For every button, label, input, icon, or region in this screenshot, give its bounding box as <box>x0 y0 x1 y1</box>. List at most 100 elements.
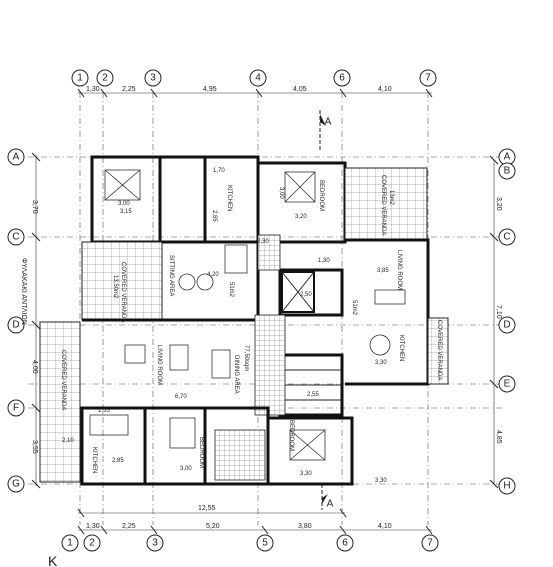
side-note: ΦΥΛΑΚΑΚΙ ΑΝΤΛΙΩΝ <box>20 258 27 325</box>
row-bubble-right-A: A <box>504 152 511 163</box>
label-misc-2: 1,30 <box>318 258 330 264</box>
label-living-room-center: LIVING ROOM <box>156 345 162 385</box>
label-covered-veranda-left: COVERED VERANDA <box>120 262 126 322</box>
row-bubble-right-H: H <box>503 481 510 492</box>
col-bubble-6: 6 <box>339 73 345 84</box>
label-kitchen-top: KITCHEN <box>226 185 232 211</box>
bottom-dim-2: 2,25 <box>122 523 136 530</box>
label-living-r-dim: 3,85 <box>377 268 389 274</box>
left-dim-3: 3,55 <box>31 440 38 454</box>
label-bedroom-top-right: BEDROOM <box>318 180 324 211</box>
label-covered-veranda-bl: COVERED VERANDA <box>60 350 66 410</box>
right-dim-1: 3,20 <box>495 197 502 211</box>
row-bubble-right-C: C <box>503 232 510 243</box>
covered-veranda-right <box>427 317 449 385</box>
label-kitchen-t-dim: 1,70 <box>213 168 225 174</box>
label-covered-veranda-tr: COVERED VERANDA <box>380 175 386 235</box>
row-bubble-right-D: D <box>503 320 510 331</box>
section-mark-top: A <box>325 117 332 128</box>
label-sitting-area-size: 51m2 <box>228 282 234 298</box>
left-dim-1: 3,70 <box>31 200 38 214</box>
label-living-r-area: 51m2 <box>351 300 357 316</box>
label-sitting-dim: 4,20 <box>207 272 219 278</box>
section-mark-bottom: A <box>327 499 334 510</box>
label-cov-ver-tr-area: 13m2 <box>388 190 394 206</box>
label-lift: 2,50 <box>300 292 312 298</box>
section-markers: A A <box>319 110 334 510</box>
label-stair: 2,55 <box>307 392 319 398</box>
row-bubble-right-B: B <box>504 166 511 177</box>
label-living-room-right: LIVING ROOM <box>396 250 402 290</box>
label-bed-tr-dim2: 3,20 <box>295 214 307 220</box>
room-labels: 3,00 3,15 1,70 KITCHEN 2,85 BEDROOM 3,00… <box>60 168 442 484</box>
col-bubble-b7: 7 <box>427 538 433 549</box>
col-bubble-b5: 5 <box>262 538 268 549</box>
corner-letter: K <box>48 553 58 567</box>
right-grid-bubbles: A B C D E H <box>498 148 516 495</box>
label-bed-tl-dim: 3,00 <box>118 201 130 207</box>
top-dim-3: 4,95 <box>203 86 217 93</box>
label-kitchen-bottom-left: KITCHEN <box>91 447 97 473</box>
left-dimension-chain: 3,70 4,00 3,55 ΦΥΛΑΚΑΚΙ ΑΝΤΛΙΩΝ <box>20 152 41 489</box>
col-bubble-7: 7 <box>425 73 431 84</box>
label-misc-1: 2,30 <box>257 239 269 245</box>
label-kitchen-bl-dim: 2,85 <box>112 458 124 464</box>
col-bubble-1: 1 <box>77 73 83 84</box>
row-bubble-A: A <box>13 152 20 163</box>
right-dim-2: 7,10 <box>495 305 502 319</box>
label-misc-3: 1,55 <box>98 408 110 414</box>
bottom-dim-5: 4,10 <box>378 523 392 530</box>
label-kitchen-right: KITCHEN <box>398 335 404 361</box>
row-bubble-right-E: E <box>504 379 511 390</box>
top-dim-4: 4,05 <box>293 86 307 93</box>
bottom-total-dim: 12,55 <box>198 505 216 512</box>
right-dim-3: 4,85 <box>495 430 502 444</box>
row-bubble-C: C <box>12 232 19 243</box>
label-living-c-dim: 6,70 <box>175 394 187 400</box>
label-bed-bc-dim: 3,00 <box>180 466 192 472</box>
right-dimension-chain: 3,20 7,10 4,85 <box>489 155 502 489</box>
label-bed-tr-dim: 3,00 <box>278 187 284 199</box>
col-bubble-b1: 1 <box>67 538 73 549</box>
top-dim-2: 2,25 <box>122 86 136 93</box>
bottom-dim-3: 5,20 <box>206 523 220 530</box>
label-bed-br-dim2: 3,30 <box>300 471 312 477</box>
label-dining-area: DINING AREA <box>233 355 239 394</box>
top-dimension-chain: 1,30 2,25 4,95 4,05 4,10 <box>77 86 433 98</box>
top-dim-1: 1,30 <box>86 86 100 93</box>
building-walls <box>39 155 449 486</box>
bottom-dim-4: 3,80 <box>298 523 312 530</box>
row-bubble-G: G <box>12 479 20 490</box>
label-cov-ver-l-area: 13,50m2 <box>112 275 118 299</box>
left-grid-bubbles: A C D F G <box>7 148 25 493</box>
label-center-area: 77,50sqm <box>243 345 249 371</box>
label-kitchen-t-dim2: 2,85 <box>211 210 217 222</box>
col-bubble-b6: 6 <box>342 538 348 549</box>
col-bubble-b3: 3 <box>152 538 158 549</box>
top-dim-5: 4,10 <box>378 86 392 93</box>
covered-veranda-bottom-left <box>39 321 81 483</box>
bottom-dimension-chain: 12,55 1,30 2,25 5,20 3,80 4,10 <box>77 505 433 535</box>
col-bubble-b2: 2 <box>89 538 95 549</box>
bottom-grid-bubbles: 1 2 3 5 6 7 <box>61 534 439 552</box>
label-misc-4: 2,10 <box>62 438 74 444</box>
col-bubble-3: 3 <box>150 73 156 84</box>
row-bubble-F: F <box>13 403 19 414</box>
label-misc-9: 3,30 <box>375 478 387 484</box>
left-dim-2: 4,00 <box>31 360 38 374</box>
label-sitting-area: SITTING AREA <box>168 255 174 296</box>
label-kitchen-r-dim: 3,30 <box>375 360 387 366</box>
furniture <box>89 169 406 461</box>
bottom-dim-1: 1,30 <box>86 523 100 530</box>
label-covered-veranda-right: COVERED VERANDA <box>436 320 442 380</box>
col-bubble-4: 4 <box>255 73 261 84</box>
row-bubble-D: D <box>12 320 19 331</box>
covered-veranda-left <box>81 241 163 321</box>
label-bed-tl-dim2: 3,15 <box>120 209 132 215</box>
covered-veranda-top-right <box>344 167 428 241</box>
col-bubble-2: 2 <box>102 73 108 84</box>
label-bedroom-bottom-right: BEDROOM <box>288 420 294 451</box>
top-grid-bubbles: 1 2 3 4 6 7 <box>71 69 437 87</box>
label-bedroom-bottom-center: BEDROOM <box>198 437 204 468</box>
